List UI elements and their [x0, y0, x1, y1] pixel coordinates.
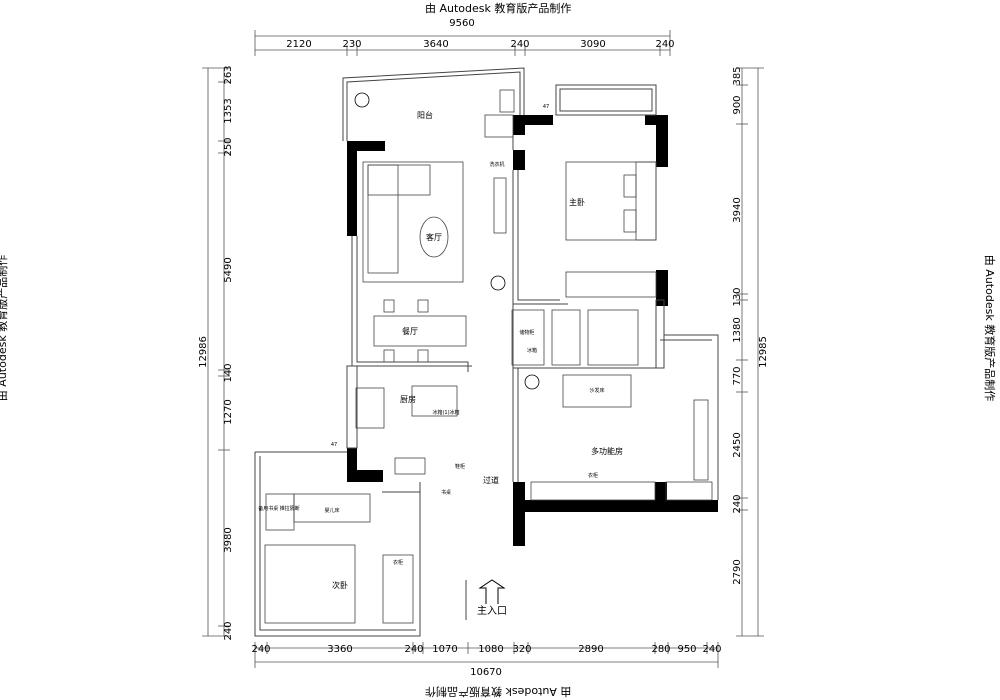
entrance-arrow-icon	[478, 579, 506, 604]
dim-left-3: 250	[223, 137, 234, 156]
dim-bottom-10: 240	[702, 644, 721, 655]
walls	[347, 115, 718, 546]
dim-bottom-6: 320	[512, 644, 531, 655]
small-labels: 沙发床 婴儿床 洗衣机 鞋柜 冰箱 冰箱(1)冰箱 储物柜 衣柜 书桌 备用书桌…	[258, 104, 604, 566]
room-multi: 多功能房	[591, 446, 623, 456]
label-fridge: 冰箱	[527, 347, 537, 354]
dim-top-3: 3640	[423, 39, 448, 50]
dim-left-5: 140	[223, 363, 234, 382]
dim-bottom-3: 240	[404, 644, 423, 655]
room-labels: 阳台 客厅 餐厅 主卧 厨房 过道 多功能房 次卧 主入口	[332, 110, 623, 617]
plants	[354, 92, 540, 390]
dim-right-1: 385	[732, 66, 743, 85]
furniture	[264, 89, 713, 624]
room-entrance: 主入口	[477, 605, 507, 617]
label-desk: 书桌	[441, 489, 451, 496]
label-level-2: 47	[331, 442, 337, 448]
label-washer: 洗衣机	[489, 161, 504, 168]
dim-top-5: 3090	[580, 39, 605, 50]
dim-bottom-4: 1070	[432, 644, 457, 655]
dim-right-total: 12985	[758, 336, 769, 368]
thin-walls	[254, 67, 719, 637]
dim-top-6: 240	[655, 39, 674, 50]
dim-left-8: 240	[223, 621, 234, 640]
dim-right-4: 130	[732, 287, 743, 306]
room-master: 主卧	[569, 197, 585, 207]
label-wardrobe-left: 备用书桌 推拉隔断	[258, 505, 300, 512]
dim-left-total: 12986	[198, 336, 209, 368]
label-dresser: 衣柜	[588, 472, 598, 479]
label-fridge-space: 冰箱(1)冰箱	[432, 409, 459, 416]
dim-bottom-8: 280	[651, 644, 670, 655]
dim-top-2: 230	[342, 39, 361, 50]
label-sofa: 沙发床	[589, 387, 604, 394]
dim-bottom-9: 950	[677, 644, 696, 655]
dim-top-4: 240	[510, 39, 529, 50]
label-shoe: 鞋柜	[455, 463, 465, 470]
dim-bottom-5: 1080	[478, 644, 503, 655]
dim-right-7: 2450	[732, 432, 743, 457]
dim-right-2: 900	[732, 95, 743, 114]
room-second: 次卧	[332, 580, 348, 590]
watermark-top: 由 Autodesk 教育版产品制作	[425, 2, 572, 15]
dim-top-1: 2120	[286, 39, 311, 50]
room-kitchen: 厨房	[400, 394, 416, 404]
dim-right-9: 2790	[732, 559, 743, 584]
dim-right-5: 1380	[732, 317, 743, 342]
dim-bottom-7: 2890	[578, 644, 603, 655]
label-wardrobe-second: 衣柜	[393, 559, 403, 566]
room-living: 客厅	[426, 232, 442, 242]
dim-right-8: 240	[732, 494, 743, 513]
room-balcony: 阳台	[417, 110, 433, 120]
dim-bottom-total: 10670	[470, 667, 502, 678]
dim-bottom-1: 240	[251, 644, 270, 655]
room-dining: 餐厅	[402, 327, 418, 336]
dim-left-2: 1353	[223, 98, 234, 123]
dim-left-7: 3980	[223, 527, 234, 552]
dim-right-6: 770	[732, 366, 743, 385]
dim-top-total: 9560	[449, 18, 474, 29]
dim-left-6: 1270	[223, 399, 234, 424]
dim-left-1: 263	[223, 65, 234, 84]
room-corridor: 过道	[483, 475, 499, 485]
label-level-1: 47	[543, 104, 549, 110]
label-storage: 储物柜	[519, 329, 534, 336]
dim-left-4: 5490	[223, 257, 234, 282]
dim-bottom-2: 3360	[327, 644, 352, 655]
dim-right-3: 3940	[732, 197, 743, 222]
label-crib: 婴儿床	[324, 507, 339, 514]
